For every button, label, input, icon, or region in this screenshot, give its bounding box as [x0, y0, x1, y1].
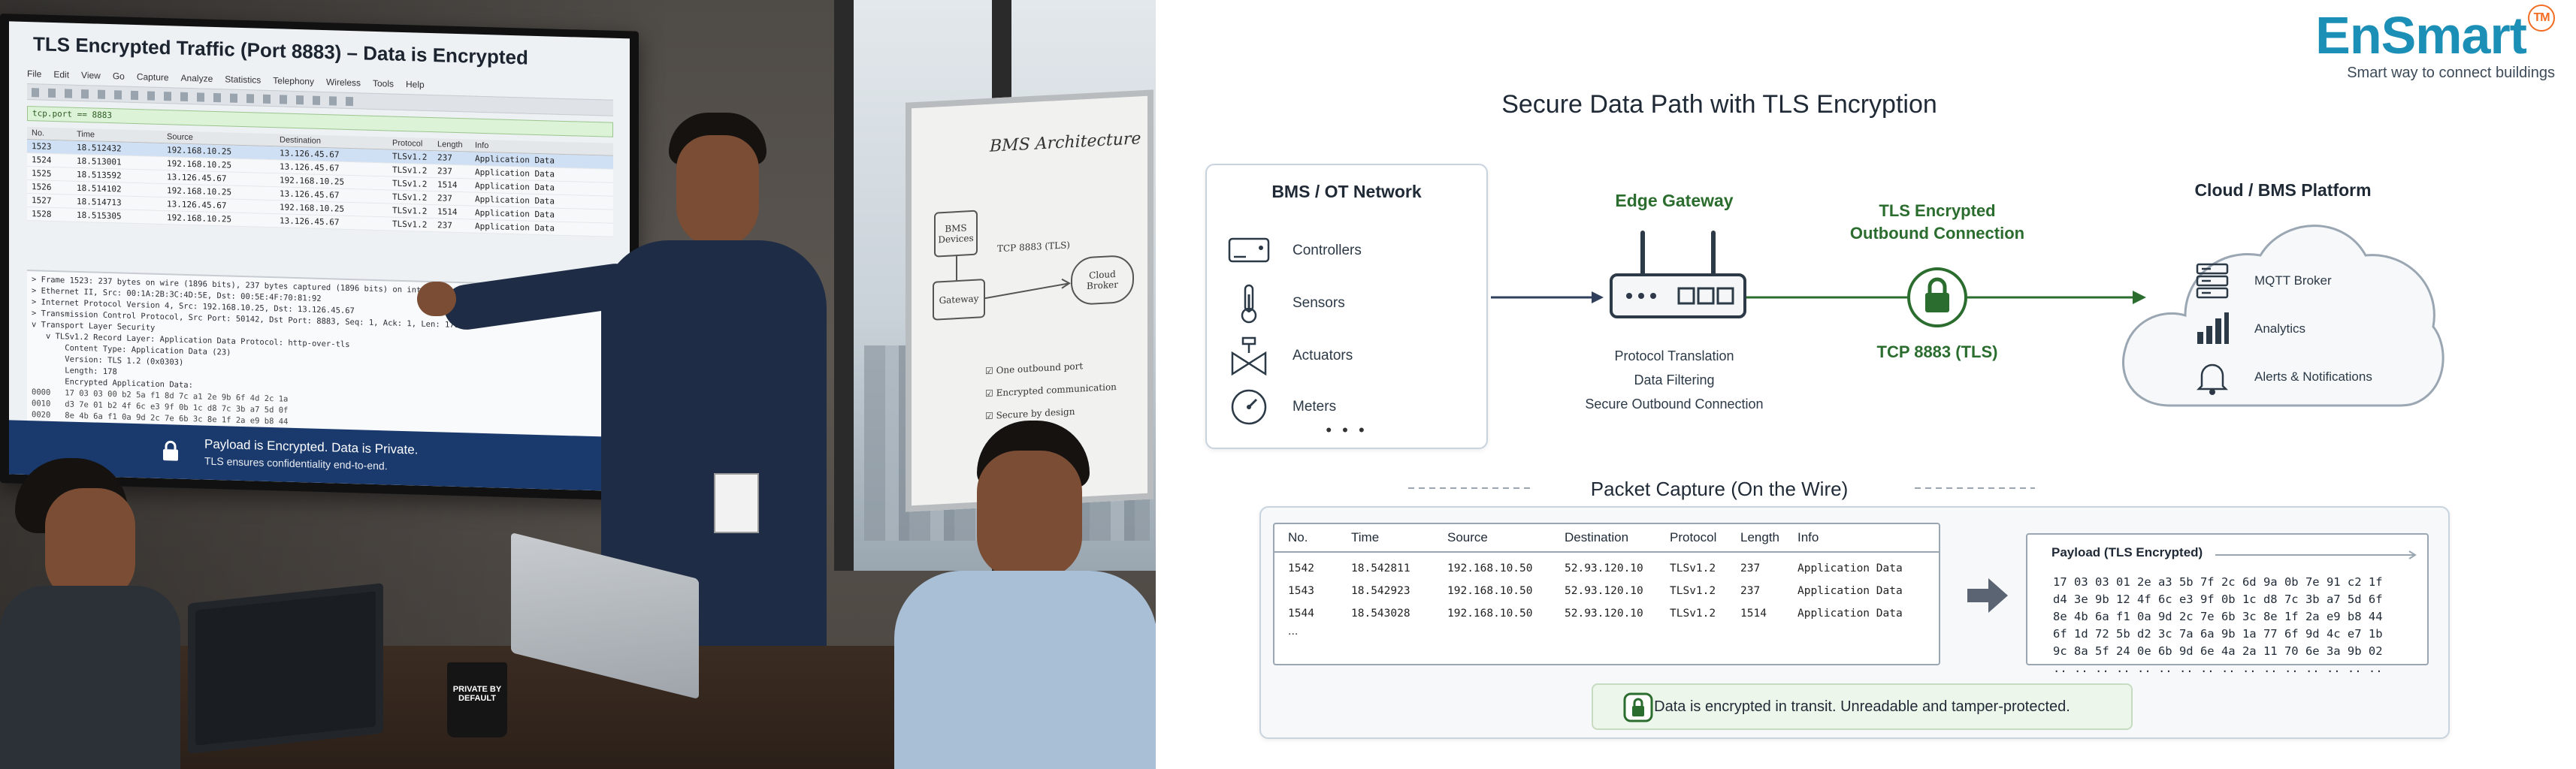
- payload-line: 8e 4b 6a f1 0a 9d 2c 7e 6b 3c 8e 1f 2a e…: [2053, 610, 2383, 623]
- attendee-right: [864, 421, 1156, 769]
- logo-tagline: Smart way to connect buildings: [2347, 65, 2555, 81]
- screen-title: TLS Encrypted Traffic (Port 8883) – Data…: [33, 32, 528, 69]
- gateway-title: Edge Gateway: [1615, 191, 1734, 210]
- coffee-mug: PRIVATE BY DEFAULT: [447, 662, 507, 737]
- packet-table: No. Time Source Destination Protocol Len…: [1273, 523, 1940, 665]
- diagram-title: Secure Data Path with TLS Encryption: [1501, 90, 1937, 119]
- bms-item-controllers: Controllers: [1226, 230, 1362, 272]
- laptop-left: [188, 583, 383, 754]
- cloud-title: Cloud / BMS Platform: [2194, 180, 2372, 200]
- bms-more-indicator: • • •: [1326, 421, 1368, 439]
- id-badge: [714, 473, 759, 533]
- payload-line: 6f 1d 72 5b d2 3c 7a 6a 9b 1a 77 6f 9d 4…: [2053, 627, 2383, 641]
- payload-box: Payload (TLS Encrypted) 17 03 03 01 2e a…: [2026, 533, 2429, 675]
- logo-tm: TM: [2528, 5, 2555, 32]
- tls-connection-label: TLS Encrypted Outbound Connection: [1849, 201, 2025, 243]
- valve-icon: [1231, 336, 1267, 376]
- bms-to-gateway-arrowhead: [1592, 291, 1604, 303]
- menu-item: Wireless: [325, 77, 361, 89]
- payload-line: d4 3e 9b 12 4f 6c e3 9f 0b 1c d8 7c 3b a…: [2053, 593, 2383, 606]
- packet-table-header: No. Time Source Destination Protocol Len…: [1274, 524, 1939, 553]
- whiteboard-check: ☑ Encrypted communication: [985, 381, 1117, 400]
- tls-port-label: TCP 8883 (TLS): [1876, 342, 1998, 361]
- photo-panel: TLS Encrypted Traffic (Port 8883) – Data…: [0, 0, 1156, 769]
- cloud-item-analytics: Analytics: [2193, 309, 2305, 348]
- gateway-to-cloud-arrowhead: [2133, 291, 2146, 304]
- bms-network-title: BMS / OT Network: [1271, 182, 1422, 201]
- whiteboard-sketch-lines: [956, 256, 1071, 300]
- capture-title: Packet Capture (On the Wire): [1590, 478, 1849, 500]
- logo-brand-smart: Smart: [2381, 6, 2527, 65]
- capture-divider: [1408, 487, 2035, 489]
- cloud-shape: [2122, 225, 2444, 407]
- encryption-banner: Payload is Encrypted. Data is Private. T…: [9, 420, 630, 492]
- bms-network-panel: BMS / OT Network Controllers Sensors: [1205, 164, 1488, 449]
- attendee-left: [0, 458, 180, 769]
- menu-item: Telephony: [273, 75, 314, 87]
- payload-title: Payload (TLS Encrypted): [2051, 545, 2203, 559]
- bell-icon: [2196, 363, 2229, 395]
- server-icon: [2196, 263, 2229, 299]
- packet-capture-panel: No. Time Source Destination Protocol Len…: [1259, 506, 2450, 739]
- gateway-functions: Protocol Translation Data Filtering Secu…: [1585, 348, 1764, 412]
- menu-item: Go: [112, 71, 125, 82]
- menu-item: Edit: [53, 68, 70, 80]
- payload-hex: 17 03 03 01 2e a3 5b 7f 2c 6d 9a 0b 7e 9…: [2053, 574, 2383, 677]
- bms-item-meters: Meters: [1226, 386, 1336, 428]
- menu-item: Capture: [136, 71, 169, 83]
- presentation-monitor: TLS Encrypted Traffic (Port 8883) – Data…: [0, 14, 639, 501]
- lock-icon: [163, 440, 178, 461]
- logo-brand-en: En: [2315, 6, 2381, 65]
- bms-item-sensors: Sensors: [1226, 282, 1345, 324]
- bar-chart-icon: [2197, 312, 2229, 344]
- arrow-right-icon: [1967, 578, 2008, 613]
- router-icon: [1610, 231, 1746, 318]
- wireshark-screen: TLS Encrypted Traffic (Port 8883) – Data…: [9, 21, 630, 492]
- bms-item-actuators: Actuators: [1226, 335, 1353, 377]
- controller-icon: [1228, 237, 1270, 263]
- screen-packet-list: No. Time Source Destination Protocol Len…: [27, 127, 613, 237]
- whiteboard-check: ☑ Secure by design: [985, 406, 1075, 422]
- gauge-icon: [1231, 389, 1267, 425]
- payload-line: 17 03 03 01 2e a3 5b 7f 2c 6d 9a 0b 7e 9…: [2053, 575, 2383, 589]
- cloud-item-alerts: Alerts & Notifications: [2193, 357, 2372, 397]
- menu-item: Help: [406, 79, 425, 90]
- payload-line: .. .. .. .. .. .. .. .. .. .. .. .. .. .…: [2053, 662, 2383, 675]
- data-path-lines: [1491, 291, 2146, 304]
- whiteboard: BMS Architecture BMS Devices Gateway Clo…: [906, 89, 1153, 512]
- menu-item: View: [81, 70, 101, 81]
- encryption-notice: Data is encrypted in transit. Unreadable…: [1592, 683, 2133, 730]
- packet-table-more: ...: [1288, 625, 1299, 638]
- menu-item: File: [27, 68, 42, 80]
- thermometer-icon: [1241, 284, 1257, 324]
- lock-icon: [1907, 267, 1967, 327]
- menu-item: Tools: [373, 77, 395, 89]
- cloud-platform: Cloud / BMS Platform MQTT Broker Analyti…: [2118, 165, 2538, 436]
- menu-item: Analyze: [180, 72, 213, 84]
- payload-line: 9c 8a 5f 24 0e 6b 9d 6e 4a 2a 11 70 6e 3…: [2053, 644, 2383, 658]
- whiteboard-check: ☑ One outbound port: [985, 360, 1084, 377]
- cloud-item-mqtt: MQTT Broker: [2193, 261, 2332, 300]
- menu-item: Statistics: [225, 74, 262, 86]
- lock-icon: [1623, 692, 1653, 722]
